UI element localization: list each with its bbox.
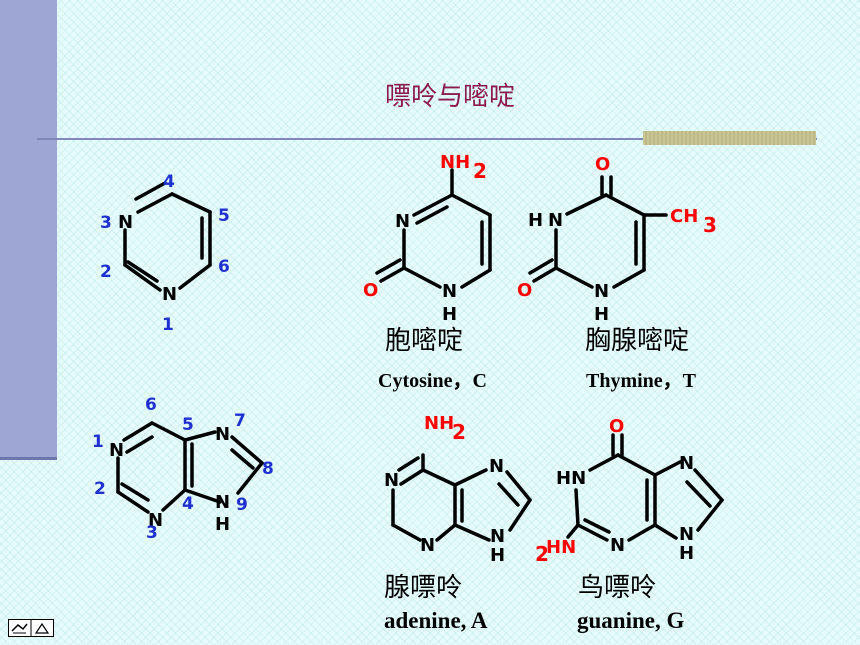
- thymine-atom-n1: N: [594, 281, 609, 302]
- purine-number-7: 7: [234, 411, 246, 431]
- purine-number-5: 5: [182, 415, 194, 435]
- purine-number-1: 1: [92, 432, 104, 452]
- pyrimidine-number-3: 3: [100, 213, 112, 233]
- guanine-amino-subscript: 2: [535, 542, 549, 566]
- guanine-atom-hn1: HN: [556, 468, 586, 489]
- guanine-name-en: guanine, G: [577, 608, 685, 633]
- thymine-methyl-subscript: 3: [703, 213, 717, 237]
- thymine-oxygen-bottom: O: [517, 280, 532, 301]
- purine-atom-n3: N: [148, 510, 163, 531]
- cytosine-atom-n3: N: [395, 211, 410, 232]
- pyrimidine-number-6: 6: [218, 257, 230, 277]
- adenine-atom-n9: N: [490, 526, 505, 547]
- adenine-nh-group: NH: [424, 413, 454, 434]
- thymine-name-en: Thymine，T: [586, 370, 697, 392]
- guanine-atom-h9: H: [679, 543, 694, 564]
- guanine-atom-n3: N: [610, 535, 625, 556]
- thymine-oxygen-top: O: [595, 154, 610, 175]
- pyrimidine-atom-n3: N: [118, 212, 133, 233]
- adenine-atom-n1: N: [384, 470, 399, 491]
- purine-number-4: 4: [182, 494, 194, 514]
- adenine-nh2-subscript: 2: [452, 420, 466, 444]
- purine-atom-n1: N: [109, 440, 124, 461]
- side-decor-bar: [0, 0, 57, 460]
- guanine-amino-group: HN: [546, 537, 576, 558]
- pyrimidine-number-2: 2: [100, 262, 112, 282]
- adenine-bonds: [391, 453, 532, 542]
- guanine-atom-n9: N: [679, 524, 694, 545]
- thymine-atom-h1: H: [594, 304, 609, 325]
- guanine-oxygen: O: [609, 416, 624, 437]
- adenine-atom-n7: N: [489, 456, 504, 477]
- slide-title: 嘌呤与嘧啶: [384, 82, 515, 112]
- guanine-name-cn: 鸟嘌呤: [578, 573, 657, 603]
- purine-bonds: [116, 421, 264, 514]
- cytosine-bonds: [375, 168, 492, 289]
- cytosine-nh-group: NH: [440, 152, 470, 173]
- purine-number-9: 9: [236, 495, 248, 515]
- adenine-atom-n3: N: [420, 535, 435, 556]
- thymine-atom-n3: N: [548, 210, 563, 231]
- thymine-atom-h3: H: [528, 210, 543, 231]
- rule-accent-block: [643, 131, 816, 145]
- thymine-methyl-group: CH: [670, 206, 698, 227]
- purine-atom-n7: N: [215, 424, 230, 445]
- cytosine-name-cn: 胞嘧啶: [385, 326, 464, 356]
- adenine-name-cn: 腺嘌呤: [384, 573, 463, 603]
- adenine-name-en: adenine, A: [384, 608, 488, 633]
- pyrimidine-number-1: 1: [162, 315, 174, 335]
- purine-atom-h9: H: [215, 514, 230, 535]
- pyrimidine-atom-n1: N: [162, 284, 177, 305]
- cytosine-name-en: Cytosine，C: [378, 370, 487, 392]
- side-decor-edge: [0, 457, 57, 460]
- title-rule: [37, 138, 817, 140]
- guanine-bonds: [566, 433, 724, 542]
- purine-number-2: 2: [94, 479, 106, 499]
- pyrimidine-bonds: [123, 181, 212, 292]
- purine-number-6: 6: [145, 395, 157, 415]
- pyrimidine-number-5: 5: [218, 206, 230, 226]
- cytosine-oxygen: O: [363, 280, 378, 301]
- cytosine-atom-h1: H: [442, 304, 457, 325]
- cytosine-nh2-subscript: 2: [473, 159, 487, 183]
- cytosine-atom-n1: N: [442, 281, 457, 302]
- pyrimidine-number-4: 4: [163, 172, 175, 192]
- adenine-atom-h9: H: [490, 545, 505, 566]
- purine-atom-n9: N: [215, 492, 230, 513]
- thymine-name-cn: 胸腺嘧啶: [585, 326, 690, 356]
- navigation-icon[interactable]: [8, 619, 54, 637]
- thymine-bonds: [528, 175, 668, 289]
- purine-number-8: 8: [262, 459, 274, 479]
- guanine-atom-n7: N: [679, 453, 694, 474]
- purine-number-3: 3: [146, 523, 158, 543]
